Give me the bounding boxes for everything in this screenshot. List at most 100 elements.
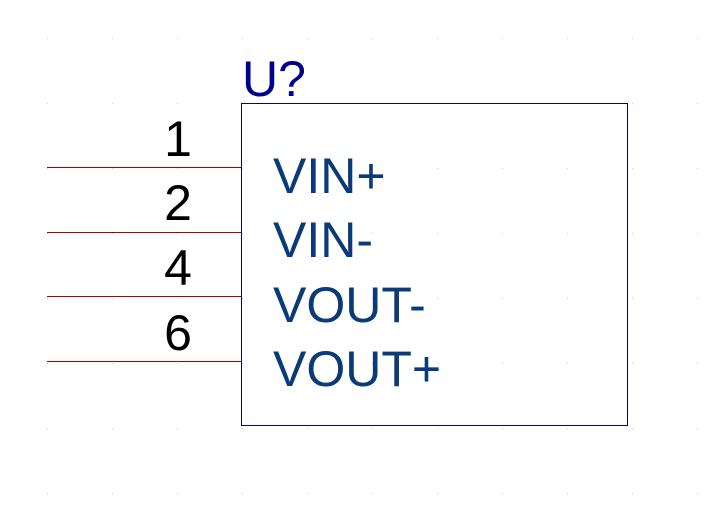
grid-dot — [47, 493, 48, 494]
grid-dot — [242, 428, 243, 429]
grid-dot — [697, 493, 698, 494]
grid-dot — [177, 38, 178, 39]
grid-dot — [307, 233, 308, 234]
grid-dot — [697, 103, 698, 104]
grid-dot — [307, 38, 308, 39]
grid-dot — [567, 38, 568, 39]
grid-dot — [632, 168, 633, 169]
grid-dot — [697, 38, 698, 39]
grid-dot — [697, 363, 698, 364]
pin-4[interactable]: 4 VOUT- — [47, 240, 426, 333]
grid-dot — [47, 298, 48, 299]
grid-dot — [177, 233, 178, 234]
grid-dot — [372, 428, 373, 429]
pin-6[interactable]: 6 VOUT+ — [47, 305, 441, 397]
grid-dot — [437, 363, 438, 364]
grid-dot — [372, 493, 373, 494]
pin-name: VIN+ — [273, 148, 386, 204]
grid-dot — [502, 168, 503, 169]
grid-dot — [632, 38, 633, 39]
grid-dot — [567, 363, 568, 364]
grid-dot — [697, 428, 698, 429]
grid-dot — [502, 298, 503, 299]
grid-dot — [502, 38, 503, 39]
reference-designator[interactable]: U? — [242, 51, 306, 107]
grid-dot — [47, 168, 48, 169]
component-body[interactable] — [241, 103, 628, 426]
grid-dot — [242, 233, 243, 234]
grid-dot — [242, 298, 243, 299]
grid-dot — [177, 103, 178, 104]
grid-dot — [697, 168, 698, 169]
grid-dot — [437, 168, 438, 169]
grid-dot — [437, 233, 438, 234]
grid-dot — [307, 493, 308, 494]
grid-dot — [567, 428, 568, 429]
grid-dot — [567, 233, 568, 234]
grid-dot — [112, 428, 113, 429]
grid-dot — [307, 168, 308, 169]
grid-dot — [307, 298, 308, 299]
grid-dot — [437, 428, 438, 429]
pin-name: VOUT+ — [273, 341, 441, 397]
pin-1[interactable]: 1 VIN+ — [47, 111, 386, 204]
grid-dot — [632, 298, 633, 299]
grid-dot — [567, 298, 568, 299]
grid-dot — [372, 233, 373, 234]
pin-number: 2 — [164, 175, 192, 231]
grid-dot — [177, 298, 178, 299]
grid-dot — [502, 493, 503, 494]
grid-dot — [112, 363, 113, 364]
grid-dot — [47, 363, 48, 364]
pin-2[interactable]: 2 VIN- — [47, 175, 373, 268]
grid-dot — [502, 363, 503, 364]
grid-dot — [502, 233, 503, 234]
grid-dots — [47, 38, 698, 494]
grid-dot — [372, 168, 373, 169]
grid-dot — [632, 493, 633, 494]
grid-dot — [242, 493, 243, 494]
grid-dot — [177, 428, 178, 429]
grid-dot — [307, 428, 308, 429]
grid-dot — [437, 38, 438, 39]
grid-dot — [697, 298, 698, 299]
pin-number: 6 — [164, 305, 192, 361]
grid-dot — [372, 38, 373, 39]
grid-dot — [502, 428, 503, 429]
grid-dot — [242, 38, 243, 39]
pin-name: VIN- — [273, 212, 373, 268]
grid-dot — [47, 233, 48, 234]
grid-dot — [47, 428, 48, 429]
pin-number: 4 — [164, 240, 192, 296]
grid-dot — [567, 168, 568, 169]
grid-dot — [242, 168, 243, 169]
grid-dot — [177, 363, 178, 364]
pin-name: VOUT- — [273, 277, 426, 333]
grid-dot — [177, 168, 178, 169]
grid-dot — [112, 38, 113, 39]
grid-dot — [112, 233, 113, 234]
grid-dot — [437, 493, 438, 494]
grid-dot — [372, 363, 373, 364]
grid-dot — [112, 168, 113, 169]
grid-dot — [632, 363, 633, 364]
pin-number: 1 — [164, 111, 192, 167]
grid-dot — [632, 428, 633, 429]
grid-dot — [112, 298, 113, 299]
grid-dot — [177, 493, 178, 494]
grid-dot — [697, 233, 698, 234]
grid-dot — [632, 103, 633, 104]
grid-dot — [632, 233, 633, 234]
grid-dot — [47, 38, 48, 39]
grid-dot — [567, 493, 568, 494]
component-symbol[interactable]: U? 1 VIN+ 2 VIN- 4 VOUT- 6 VOUT+ — [47, 51, 628, 426]
grid-dot — [112, 493, 113, 494]
grid-dot — [437, 298, 438, 299]
grid-dot — [372, 298, 373, 299]
grid-dot — [242, 363, 243, 364]
grid-dot — [307, 363, 308, 364]
grid-dot — [112, 103, 113, 104]
grid-dot — [47, 103, 48, 104]
